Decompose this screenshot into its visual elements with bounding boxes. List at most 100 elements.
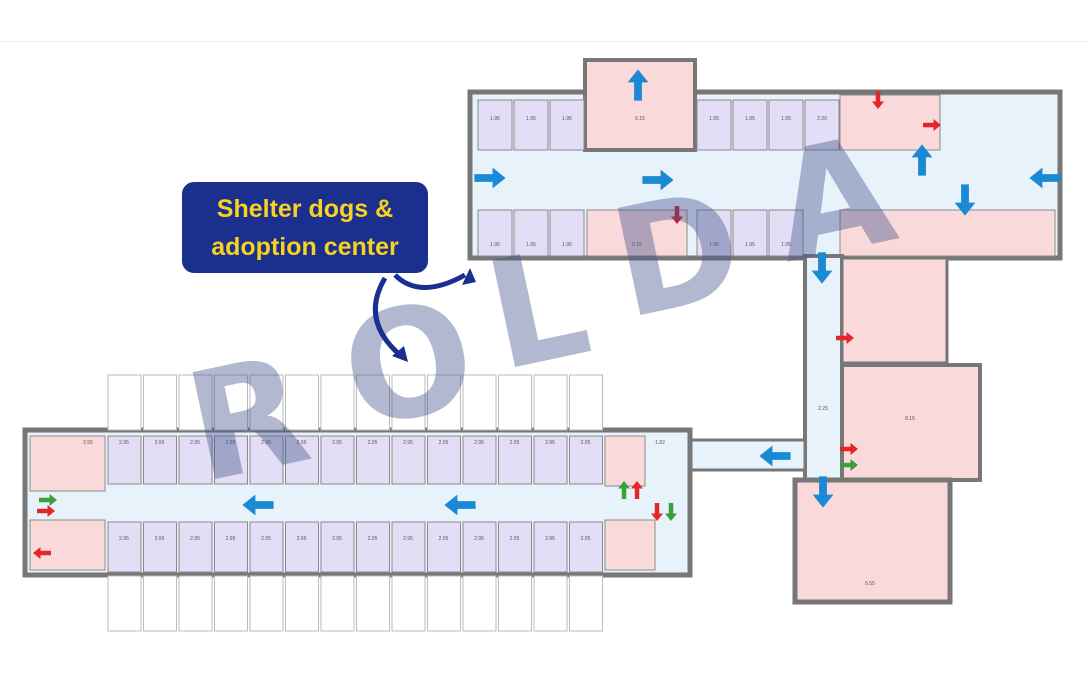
arrow-right-icon bbox=[836, 332, 854, 344]
arrow-down-icon bbox=[872, 91, 884, 109]
kennel-size-label: 2.95 bbox=[226, 440, 236, 446]
kennel-bottom-row-upper bbox=[462, 435, 497, 485]
office-room bbox=[839, 94, 941, 151]
corridor-label: 2.25 bbox=[818, 406, 828, 412]
kennel-size-label: 1.95 bbox=[562, 116, 572, 122]
kennel-bottom-row-upper bbox=[320, 435, 355, 485]
arrow-right-icon bbox=[840, 443, 858, 455]
outdoor-run-bottom bbox=[356, 575, 390, 632]
outdoor-run-bottom bbox=[178, 575, 213, 632]
outdoor-run-top bbox=[320, 374, 355, 431]
kennel-size-label: 2.95 bbox=[119, 440, 129, 446]
kennel-size-label: 2.95 bbox=[297, 440, 307, 446]
kennel-size-label: 2.95 bbox=[545, 440, 555, 446]
outdoor-run-bottom bbox=[249, 575, 284, 632]
outdoor-run-top bbox=[143, 374, 177, 431]
kennel-size-label: 2.95 bbox=[261, 440, 271, 446]
kennel-bottom-row-upper bbox=[427, 435, 461, 485]
kennel-bottom-row-lower bbox=[462, 521, 497, 573]
kennel-bottom-row-lower bbox=[285, 521, 319, 573]
kennel-top-row-lower bbox=[513, 209, 549, 257]
kennel-bottom-row-upper bbox=[356, 435, 390, 485]
kennel-bottom-row-lower bbox=[569, 521, 603, 573]
corridor-label: 1.82 bbox=[655, 440, 665, 446]
kennel-bottom-row-lower bbox=[533, 521, 568, 573]
hall-room bbox=[840, 363, 982, 482]
kennel-size-label: 2.95 bbox=[155, 536, 165, 542]
kennel-size-label: 2.95 bbox=[474, 536, 484, 542]
kennel-size-label: 1.95 bbox=[781, 116, 791, 122]
kennel-top-row bbox=[696, 99, 732, 151]
side-room-bottom bbox=[604, 519, 656, 571]
kennel-top-row-lower bbox=[732, 209, 768, 257]
room-size-label: 6.15 bbox=[635, 116, 645, 122]
kennel-size-label: 2.95 bbox=[226, 536, 236, 542]
kennel-size-label: 1.95 bbox=[781, 242, 791, 248]
arrow-right-icon bbox=[923, 119, 941, 131]
kennel-size-label: 2.95 bbox=[439, 536, 449, 542]
kennel-top-row bbox=[513, 99, 549, 151]
kennel-size-label: 2.95 bbox=[368, 440, 378, 446]
kennel-size-label: 2.95 bbox=[332, 440, 342, 446]
outdoor-run-bottom bbox=[143, 575, 177, 632]
entry-room-top bbox=[29, 435, 106, 492]
kennel-bottom-row-upper bbox=[107, 435, 142, 485]
kennel-size-label: 2.95 bbox=[261, 536, 271, 542]
kennel-bottom-row-lower bbox=[356, 521, 390, 573]
kennel-size-label: 2.95 bbox=[474, 440, 484, 446]
outdoor-run-top bbox=[249, 374, 284, 431]
kennel-top-row-lower bbox=[768, 209, 804, 257]
arrow-up-icon bbox=[631, 481, 643, 499]
outdoor-run-bottom bbox=[214, 575, 248, 632]
kennel-bottom-row-lower bbox=[143, 521, 177, 573]
arrow-up-icon bbox=[627, 69, 649, 101]
arrow-right-icon bbox=[39, 494, 57, 506]
kennel-size-label: 2.95 bbox=[119, 536, 129, 542]
kennel-size-label: 1.95 bbox=[490, 116, 500, 122]
kennel-size-label: 2.95 bbox=[155, 440, 165, 446]
outdoor-run-bottom bbox=[285, 575, 319, 632]
room-size-label: 2.55 bbox=[83, 440, 93, 446]
kennel-size-label: 2.95 bbox=[581, 440, 591, 446]
kennel-size-label: 1.95 bbox=[562, 242, 572, 248]
kennel-top-row bbox=[549, 99, 585, 151]
arrow-down-icon bbox=[954, 184, 976, 216]
outdoor-run-top bbox=[356, 374, 390, 431]
outdoor-run-top bbox=[285, 374, 319, 431]
outdoor-run-bottom bbox=[320, 575, 355, 632]
page-divider bbox=[0, 41, 1090, 42]
kennel-size-label: 2.95 bbox=[510, 440, 520, 446]
kennel-size-label: 2.95 bbox=[190, 536, 200, 542]
outdoor-run-top bbox=[391, 374, 426, 431]
kennel-bottom-row-upper bbox=[391, 435, 426, 485]
kennel-size-label: 1.95 bbox=[709, 116, 719, 122]
kennel-size-label: 1.95 bbox=[526, 116, 536, 122]
kennel-top-row bbox=[477, 99, 513, 151]
kennel-top-row-lower bbox=[477, 209, 513, 257]
kennel-bottom-row-upper bbox=[569, 435, 603, 485]
kennel-bottom-row-upper bbox=[249, 435, 284, 485]
arrow-down-icon bbox=[651, 503, 663, 521]
kennel-size-label: 2.95 bbox=[190, 440, 200, 446]
kennel-top-row bbox=[804, 99, 840, 151]
outdoor-run-top bbox=[569, 374, 603, 431]
arrow-right-icon bbox=[37, 505, 55, 517]
kennel-size-label: 2.95 bbox=[297, 536, 307, 542]
arrow-down-icon bbox=[811, 252, 833, 284]
kennel-bottom-row-upper bbox=[178, 435, 213, 485]
kennel-top-row bbox=[732, 99, 768, 151]
outdoor-run-bottom bbox=[533, 575, 568, 632]
kennel-size-label: 2.20 bbox=[817, 116, 827, 122]
arrow-left-icon bbox=[33, 547, 51, 559]
kennel-size-label: 1.95 bbox=[709, 242, 719, 248]
kennel-size-label: 2.95 bbox=[439, 440, 449, 446]
kennel-bottom-row-lower bbox=[391, 521, 426, 573]
arrow-right-icon bbox=[840, 459, 858, 471]
kennel-bottom-row-lower bbox=[427, 521, 461, 573]
arrow-down-icon bbox=[671, 206, 683, 224]
kennel-bottom-row-upper bbox=[498, 435, 532, 485]
kennel-size-label: 1.95 bbox=[526, 242, 536, 248]
outdoor-run-bottom bbox=[391, 575, 426, 632]
arrow-left-icon bbox=[444, 494, 476, 516]
